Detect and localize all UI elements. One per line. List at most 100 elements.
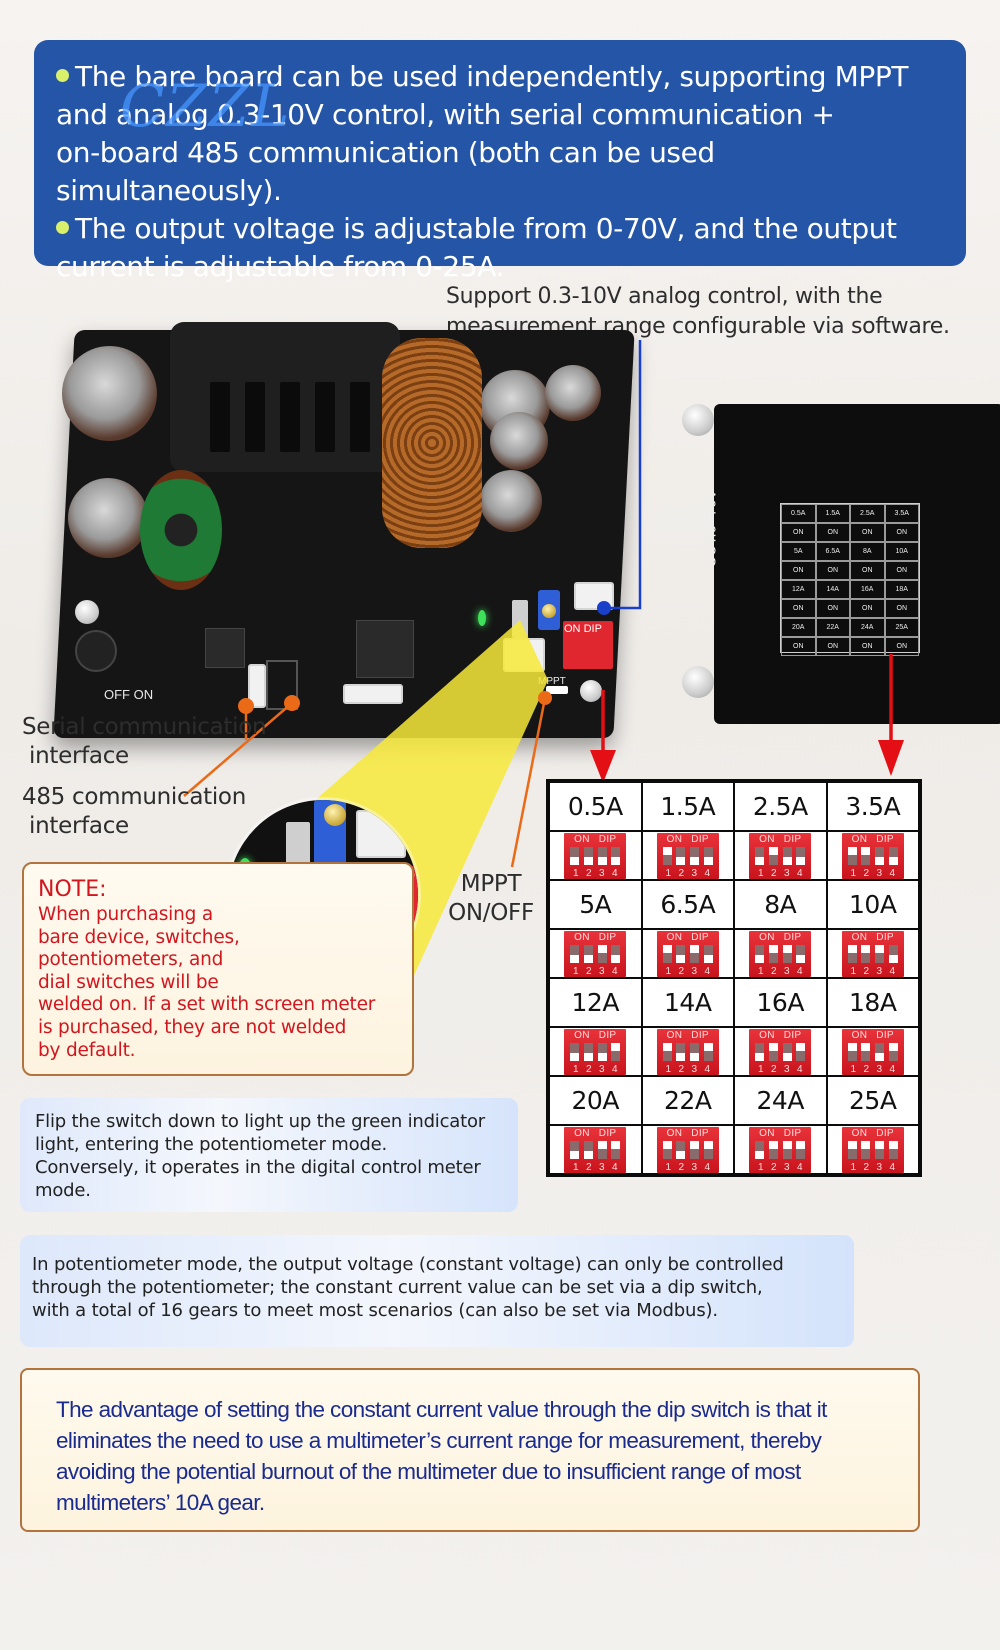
dip-slot-2	[768, 846, 778, 865]
dip-slot-2	[768, 944, 778, 963]
dip-slot-4	[888, 944, 898, 963]
dip-slot-4	[611, 1140, 621, 1159]
dip-knob-on	[662, 1140, 672, 1149]
dip-number: 2	[770, 1063, 777, 1075]
dip-number: 2	[678, 965, 685, 977]
connector	[343, 684, 403, 704]
dip-knob-on	[888, 1140, 898, 1149]
dip-slot-3	[690, 1140, 700, 1159]
silk-current-label: 16A	[850, 580, 885, 599]
dip-knob-on	[768, 846, 778, 855]
dip-number: 2	[863, 965, 870, 977]
dip-number: 4	[796, 1063, 803, 1075]
dip-slot-1	[847, 1140, 857, 1159]
connector	[356, 810, 406, 858]
silk-current-label: 5A	[781, 542, 816, 561]
dip-knob-on	[847, 1042, 857, 1051]
mppt-switch[interactable]	[546, 686, 568, 694]
potentiometer-screw-icon	[542, 604, 556, 618]
capacitor	[490, 412, 548, 470]
silk-mppt: MPPT	[538, 676, 566, 687]
silk-dip-box: ON	[815, 561, 850, 580]
board-dip-switch[interactable]	[563, 621, 613, 669]
dip-number: 4	[704, 867, 711, 879]
dip-slot-4	[611, 944, 621, 963]
dip-number: 3	[691, 1063, 698, 1075]
dip-number: 3	[783, 867, 790, 879]
dip-number: 2	[678, 1063, 685, 1075]
dip-slot-1	[570, 846, 580, 865]
dip-slot-2	[861, 1140, 871, 1159]
dip-number: 2	[863, 1161, 870, 1173]
dip-header: ON DIP	[759, 1029, 802, 1041]
dip-slot-1	[662, 944, 672, 963]
note-box: NOTE: When purchasing a bare device, swi…	[22, 862, 414, 1076]
heatsink-fin	[350, 382, 370, 452]
current-value: 22A	[664, 1086, 712, 1115]
dip-slot-1	[570, 944, 580, 963]
capacitor	[480, 470, 542, 532]
current-label-cell: 10A	[826, 880, 919, 929]
dip-slot-2	[861, 944, 871, 963]
dip-slot-3	[782, 846, 792, 865]
current-value: 25A	[849, 1086, 897, 1115]
dip-number: 1	[665, 1063, 672, 1075]
dip-knob-off	[755, 954, 765, 963]
dip-knob-off	[583, 954, 593, 963]
dip-number: 2	[678, 1161, 685, 1173]
potentiometer-mode-info-box: In potentiometer mode, the output voltag…	[20, 1235, 854, 1347]
dip-knob-off	[796, 856, 806, 865]
dip-number: 3	[691, 867, 698, 879]
dip-number: 4	[889, 965, 896, 977]
dip-knob-off	[703, 954, 713, 963]
dip-number: 1	[850, 965, 857, 977]
banner-line: The output voltage is adjustable from 0-…	[56, 210, 944, 248]
dip-slot-3	[690, 944, 700, 963]
silk-dip-box: ON	[850, 523, 885, 542]
current-label-cell: 16A	[734, 978, 827, 1027]
dip-number: 2	[585, 1063, 592, 1075]
dip-number: 3	[876, 867, 883, 879]
capacitor	[62, 346, 157, 441]
dip-header: ON DIP	[851, 1029, 894, 1041]
dip-header: ON DIP	[851, 1127, 894, 1139]
banner-line: and analog 0.3-10V control, with serial …	[56, 98, 835, 131]
silk-dip-box: ON	[884, 523, 919, 542]
dip-number: 1	[850, 867, 857, 879]
serial-port-connector	[248, 664, 266, 708]
dip-slot-1	[570, 1042, 580, 1061]
dip-slot-2	[768, 1042, 778, 1061]
mode-slide-switch[interactable]	[512, 600, 528, 638]
output-voltage-silk: OUT:0~70V	[702, 489, 720, 568]
dip-knob-on	[796, 1140, 806, 1149]
dip-number: 4	[796, 965, 803, 977]
mppt-switch-label: MPPT ON/OFF	[448, 871, 534, 926]
dip-header: ON DIP	[851, 833, 894, 845]
dip-number: 3	[783, 1063, 790, 1075]
dip-knob-off	[570, 1150, 580, 1159]
silk-dip-box: ON	[815, 523, 850, 542]
dip-slot-1	[755, 1140, 765, 1159]
dip-number: 2	[770, 1161, 777, 1173]
dip-slot-1	[755, 846, 765, 865]
dip-slot-2	[861, 846, 871, 865]
dip-slot-2	[676, 944, 686, 963]
heatsink-fin	[315, 382, 335, 452]
dip-knob-on	[690, 944, 700, 953]
silk-current-label: 20A	[781, 618, 816, 637]
dip-number: 1	[665, 1161, 672, 1173]
